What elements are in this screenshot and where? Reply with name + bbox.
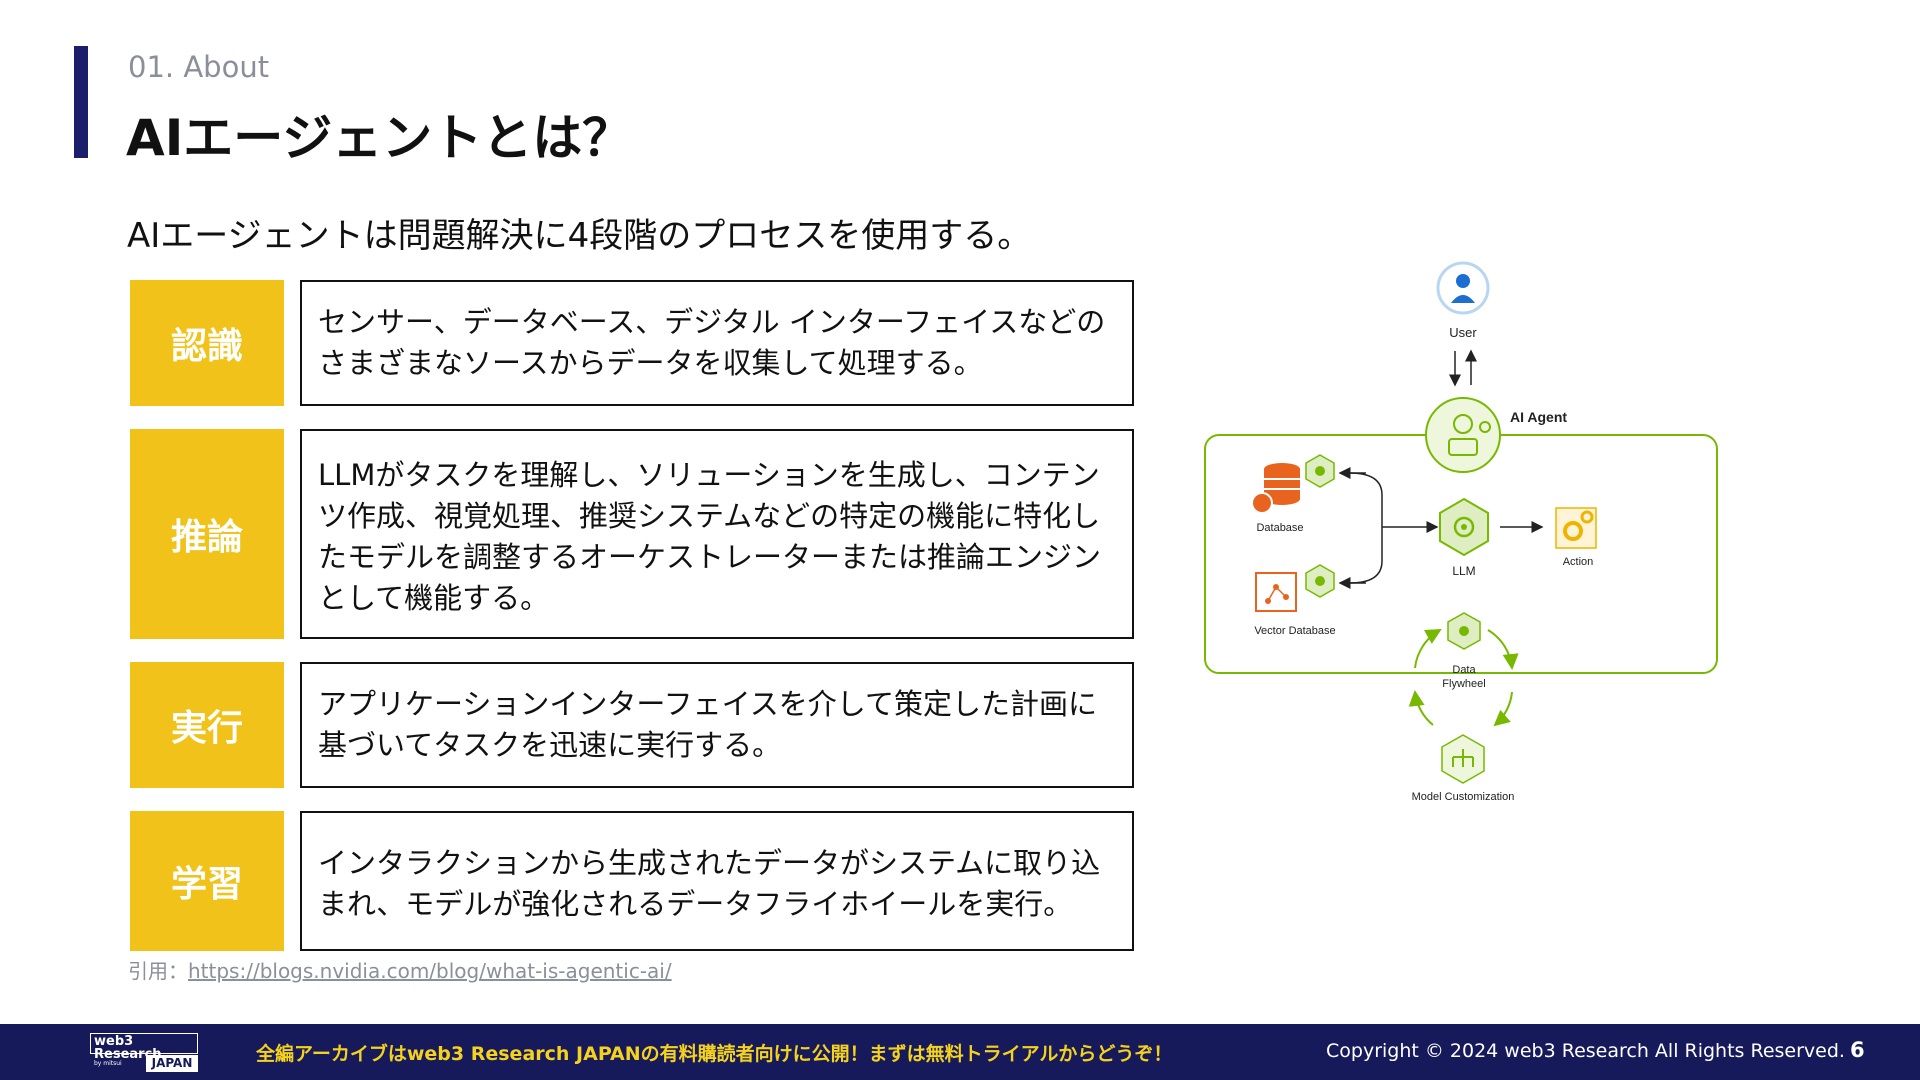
step-recognition: 認識 センサー、データベース、デジタル インターフェイスなどのさまざまなソースか… — [130, 280, 1134, 406]
footer: web3 Research by mitsui JAPAN 全編アーカイブはwe… — [0, 1024, 1920, 1080]
vector-database-icon — [1255, 572, 1297, 612]
intro-text: AIエージェントは問題解決に4段階のプロセスを使用する。 — [127, 216, 1032, 256]
flywheel-cycle-icon — [1408, 629, 1519, 727]
step-learning: 学習 インタラクションから生成されたデータがシステムに取り込まれ、モデルが強化さ… — [130, 811, 1134, 951]
database-label: Database — [1256, 522, 1303, 534]
user-icon — [1436, 261, 1490, 315]
footer-promo: 全編アーカイブはweb3 Research JAPANの有料購読者向けに公開！ま… — [256, 1043, 1173, 1065]
user-label: User — [1449, 325, 1477, 340]
logo-wordmark: web3 Research by mitsui — [90, 1033, 198, 1067]
ai-agent-label: AI Agent — [1510, 409, 1567, 425]
title-accent-bar — [74, 46, 88, 158]
llm-label: LLM — [1452, 564, 1475, 578]
citation-prefix: 引用： — [128, 959, 188, 983]
action-label: Action — [1563, 556, 1594, 568]
step-label: 実行 — [130, 662, 284, 788]
logo-line2: JAPAN — [146, 1055, 198, 1072]
page-title: AIエージェントとは？ — [126, 109, 633, 167]
flywheel-label-line2: Flywheel — [1442, 678, 1485, 690]
vector-database-label: Vector Database — [1254, 625, 1335, 637]
diagram-canvas: User AI Agent Database — [1204, 261, 1718, 803]
ai-agent-icon — [1425, 397, 1501, 473]
flywheel-model-icon — [1447, 612, 1481, 650]
step-execution: 実行 アプリケーションインターフェイスを介して策定した計画に基づいてタスクを迅速… — [130, 662, 1134, 788]
step-description: LLMがタスクを理解し、ソリューションを生成し、コンテンツ作成、視覚処理、推奨シ… — [300, 429, 1134, 639]
page-number: 6 — [1850, 1038, 1865, 1062]
step-description: インタラクションから生成されたデータがシステムに取り込まれ、モデルが強化されるデ… — [300, 811, 1134, 951]
step-description: アプリケーションインターフェイスを介して策定した計画に基づいてタスクを迅速に実行… — [300, 662, 1134, 788]
step-label: 推論 — [130, 429, 284, 639]
database-model-icon — [1305, 454, 1335, 488]
logo-line1: web3 Research — [94, 1034, 162, 1062]
citation: 引用：https://blogs.nvidia.com/blog/what-is… — [128, 955, 672, 984]
action-icon — [1555, 507, 1597, 549]
model-customization-label: Model Customization — [1412, 791, 1515, 803]
section-label: 01. About — [128, 50, 270, 84]
database-icon — [1251, 463, 1300, 514]
agent-architecture-diagram: User AI Agent Database — [1190, 255, 1740, 815]
model-customization-icon — [1441, 734, 1485, 784]
step-description: センサー、データベース、デジタル インターフェイスなどのさまざまなソースからデー… — [300, 280, 1134, 406]
brand-logo: web3 Research by mitsui JAPAN — [90, 1033, 208, 1073]
step-reasoning: 推論 LLMがタスクを理解し、ソリューションを生成し、コンテンツ作成、視覚処理、… — [130, 429, 1134, 639]
llm-icon — [1439, 497, 1489, 557]
logo-byline: by mitsui — [94, 1060, 122, 1067]
flywheel-label-line1: Data — [1452, 664, 1476, 676]
vector-model-icon — [1305, 564, 1335, 598]
footer-copyright: Copyright © 2024 web3 Research All Right… — [1326, 1040, 1845, 1062]
step-label: 認識 — [130, 280, 284, 406]
citation-link[interactable]: https://blogs.nvidia.com/blog/what-is-ag… — [188, 959, 672, 983]
step-label: 学習 — [130, 811, 284, 951]
